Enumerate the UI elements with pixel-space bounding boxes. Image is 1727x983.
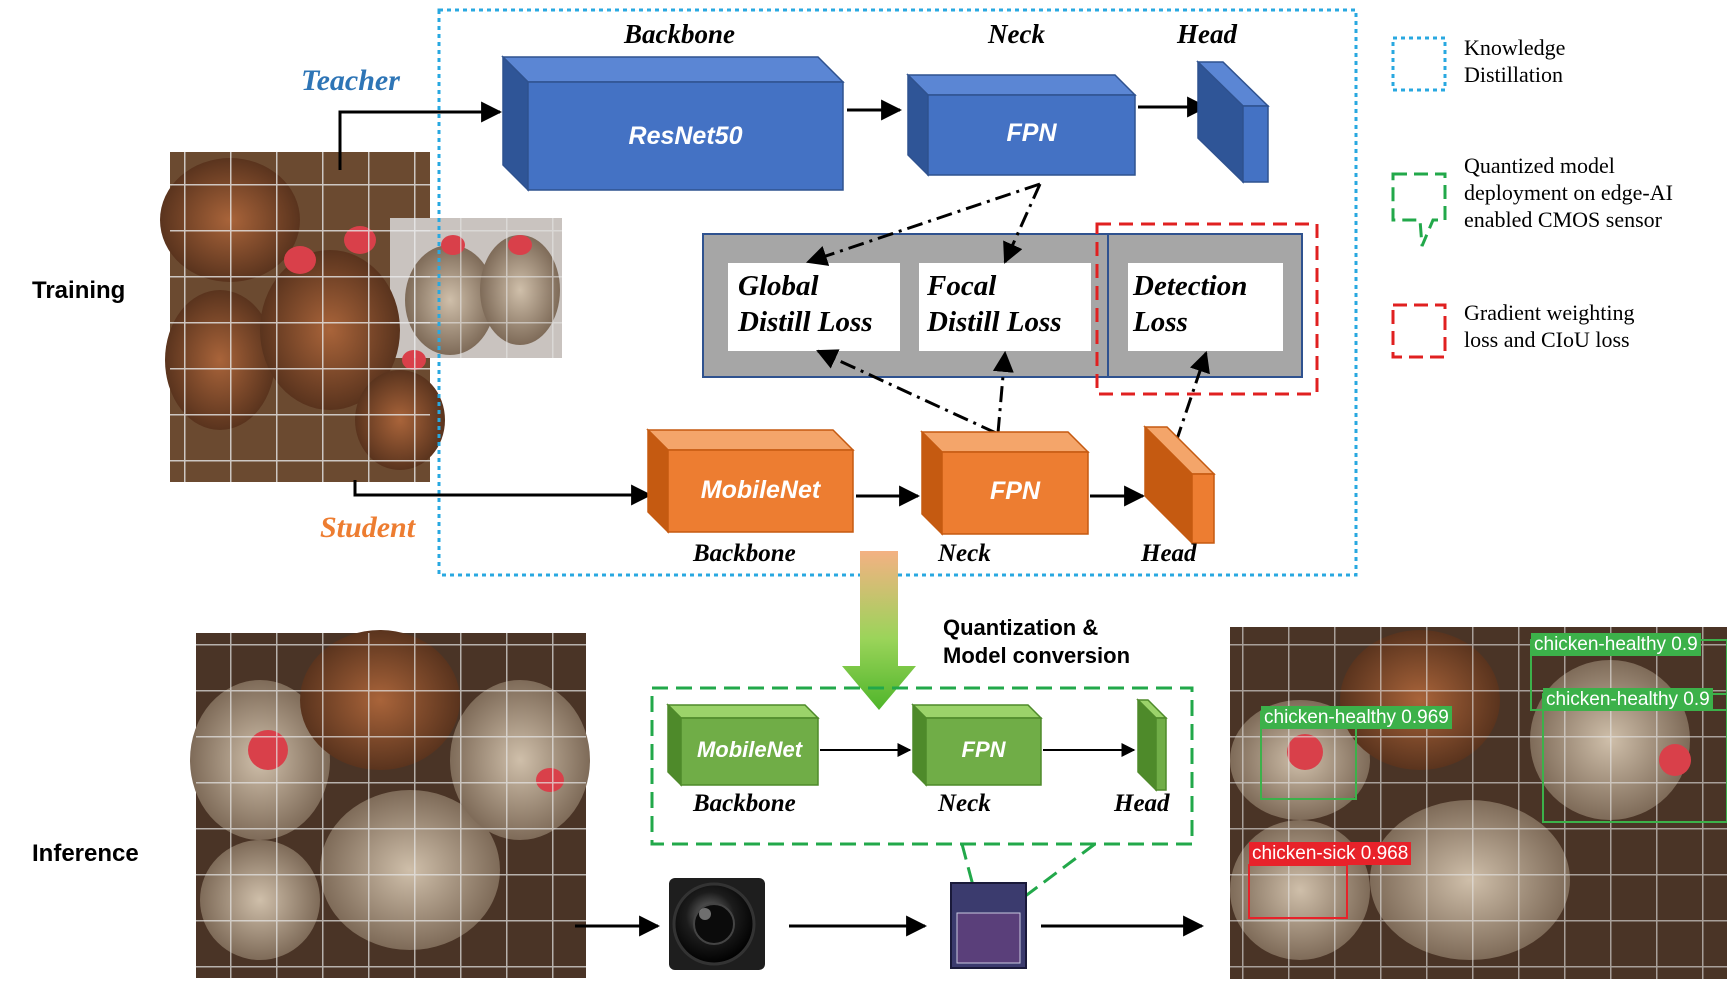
legend-kd-swatch [1391, 36, 1447, 92]
teacher-backbone-block [501, 55, 845, 192]
student-backbone-label: MobileNet [700, 476, 821, 504]
cmos-sensor-chip-icon [950, 882, 1027, 969]
teacher-head-title: Head [1177, 19, 1237, 49]
quantization-label: Quantization &Model conversion [943, 615, 1131, 668]
legend-grad-swatch [1391, 303, 1447, 359]
teacher-neck-block [906, 73, 1137, 177]
quantized-backbone-block [666, 703, 820, 787]
teacher-neck-title: Neck [988, 19, 1045, 49]
camera-lens-icon [669, 878, 765, 970]
distill-arrows [806, 182, 1210, 443]
student-backbone-block [646, 428, 855, 534]
detection-loss-box [1128, 263, 1283, 351]
quantized-backbone-title: Backbone [693, 790, 796, 817]
knowledge-distillation-box [437, 8, 1358, 577]
quantized-head-title: Head [1114, 790, 1170, 817]
teacher-label: Teacher [301, 64, 400, 97]
teacher-input-arrow [338, 101, 503, 170]
student-neck-label: FPN [990, 477, 1040, 505]
student-label: Student [320, 511, 416, 544]
detection-box-sick [1248, 864, 1348, 919]
quantized-neck-block [911, 703, 1043, 787]
focal-distill-loss-box [919, 263, 1091, 351]
detection-label-sick: chicken-sick 0.968 [1249, 842, 1412, 865]
quantized-model-box [650, 686, 1194, 846]
quantized-neck-label: FPN [961, 737, 1006, 762]
quantized-backbone-label: MobileNet [696, 737, 803, 762]
detection-label-healthy-right: chicken-healthy 0.9 [1543, 688, 1713, 711]
student-input-arrow [353, 480, 653, 506]
detection-label-healthy-top: chicken-healthy 0.9 [1531, 633, 1701, 656]
legend-quant-swatch [1391, 172, 1447, 247]
teacher-backbone-title: Backbone [624, 19, 735, 49]
quantized-head-block [1136, 698, 1168, 792]
gradient-weighting-box [1095, 222, 1319, 396]
training-chicken-photo [160, 152, 562, 482]
detection-result-photo [1230, 627, 1727, 979]
inference-label: Inference [32, 840, 139, 867]
student-head-title: Head [1141, 540, 1197, 567]
student-neck-title: Neck [938, 540, 991, 567]
student-neck-block [920, 430, 1090, 536]
teacher-head-block [1196, 60, 1270, 184]
student-backbone-title: Backbone [693, 540, 796, 567]
quantization-arrow [842, 551, 916, 710]
teacher-backbone-label: ResNet50 [628, 122, 743, 150]
global-distill-loss-box [728, 263, 900, 351]
teacher-neck-label: FPN [1006, 119, 1057, 147]
training-label: Training [32, 277, 126, 304]
student-head-block [1143, 425, 1216, 545]
quantized-neck-title: Neck [938, 790, 991, 817]
inference-chicken-photo [190, 630, 590, 978]
detection-label-healthy-left: chicken-healthy 0.969 [1261, 706, 1452, 729]
